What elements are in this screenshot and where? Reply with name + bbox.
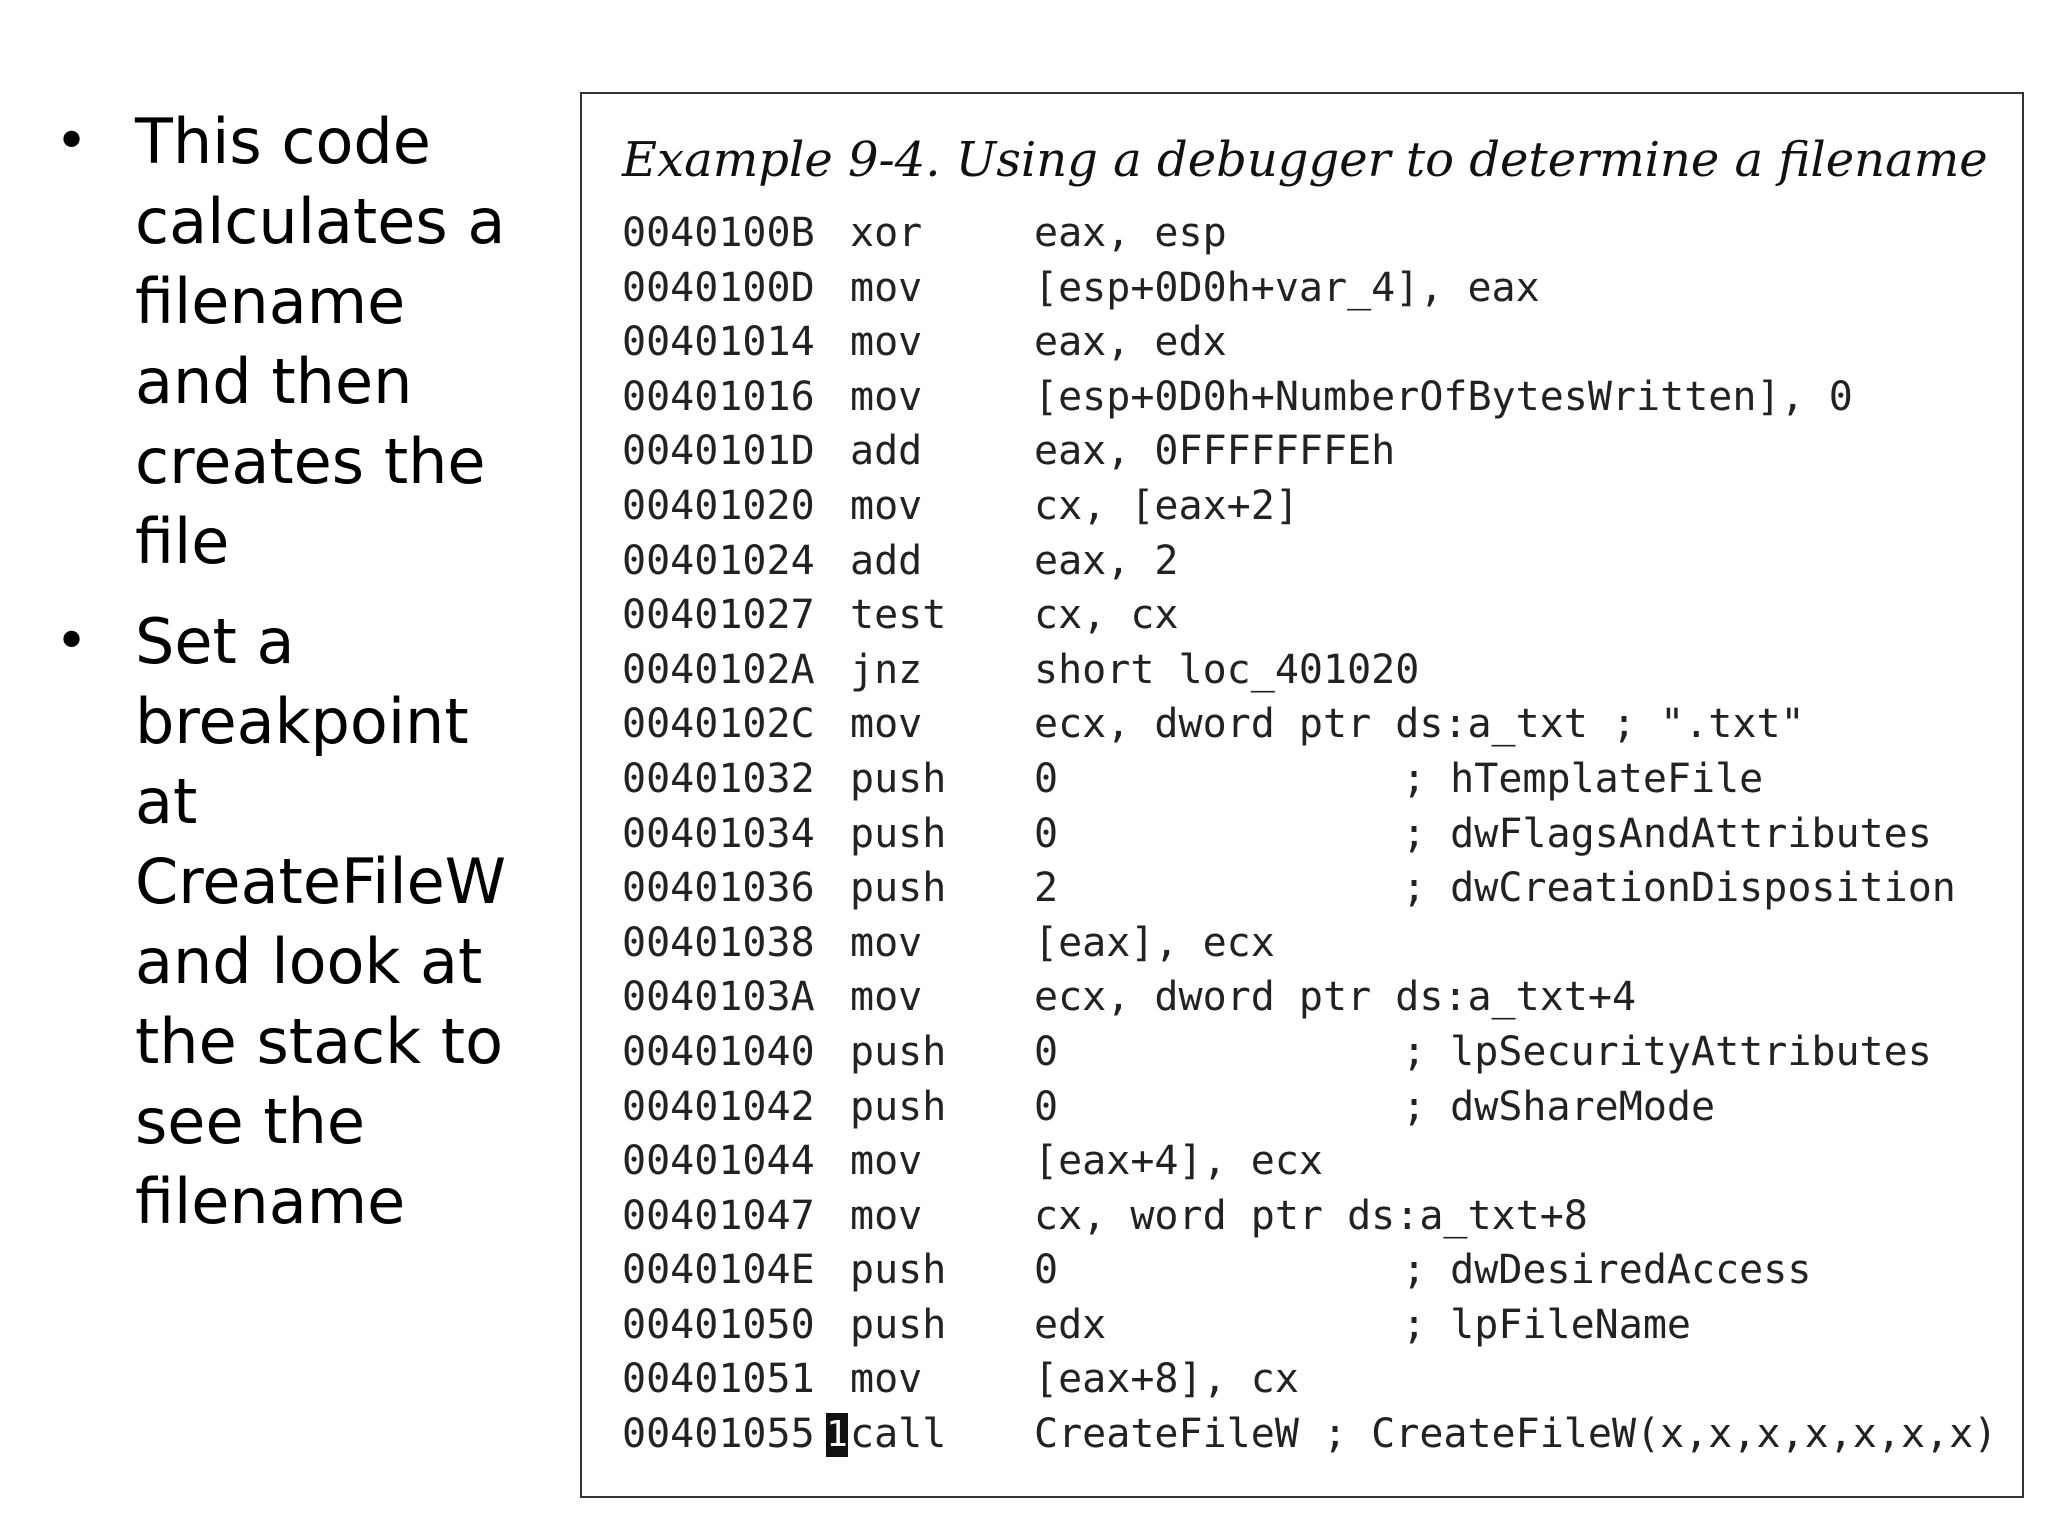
code-mnemonic: push xyxy=(850,1028,947,1075)
code-operands: 0 xyxy=(1034,1028,1059,1075)
code-comment: ; dwCreationDisposition xyxy=(1402,865,1956,912)
bullet-item: • Set a breakpoint at CreateFileW and lo… xyxy=(55,602,525,1242)
code-operands: 0 xyxy=(1034,1083,1059,1130)
code-mnemonic: push xyxy=(850,1083,947,1130)
code-operands: 2 xyxy=(1034,865,1059,912)
code-operands: eax, edx xyxy=(1034,319,1227,366)
code-comment: ; hTemplateFile xyxy=(1402,755,1764,802)
bullet-text: This code calculates a filename and then… xyxy=(135,105,506,578)
code-mnemonic: mov xyxy=(850,701,923,748)
code-mnemonic: xor xyxy=(850,210,923,256)
code-operands: 0 xyxy=(1034,810,1059,857)
code-operands: edx xyxy=(1034,1301,1107,1348)
code-operands: 0 xyxy=(1034,755,1059,802)
code-mnemonic: mov xyxy=(850,1192,923,1239)
code-mnemonic: mov xyxy=(850,373,923,420)
code-address: 0040100D xyxy=(622,264,815,311)
code-mnemonic: push xyxy=(850,1301,947,1348)
code-comment: ; dwDesiredAccess xyxy=(1402,1247,1812,1294)
code-address: 0040102C xyxy=(622,701,815,748)
bullet-item: • This code calculates a filename and th… xyxy=(55,102,525,582)
bullet-dot-icon: • xyxy=(55,609,89,674)
code-operands: 0 xyxy=(1034,1247,1059,1294)
code-mnemonic: push xyxy=(850,865,947,912)
code-address: 00401044 xyxy=(622,1138,815,1185)
code-comment: ; lpSecurityAttributes xyxy=(1402,1028,1932,1075)
code-mnemonic: call xyxy=(850,1411,947,1458)
code-operands: [eax], ecx xyxy=(1034,919,1275,966)
code-operands: cx, word ptr ds:a_txt+8 xyxy=(1034,1192,1588,1239)
code-comment: ; dwFlagsAndAttributes xyxy=(1402,810,1932,857)
code-address: 00401047 xyxy=(622,1192,815,1239)
code-mnemonic: add xyxy=(850,428,923,475)
code-mnemonic: mov xyxy=(850,482,923,529)
code-operands: CreateFileW ; CreateFileW(x,x,x,x,x,x,x) xyxy=(1034,1411,1998,1458)
code-address: 0040101D xyxy=(622,428,815,475)
code-address: 00401042 xyxy=(622,1083,815,1130)
code-comment: ; dwShareMode xyxy=(1402,1083,1716,1130)
code-address: 00401027 xyxy=(622,592,815,639)
code-address: 00401036 xyxy=(622,865,815,912)
code-mnemonic: mov xyxy=(850,919,923,966)
code-operands: ecx, dword ptr ds:a_txt ; ".txt" xyxy=(1034,701,1805,748)
code-operands: eax, 2 xyxy=(1034,537,1179,584)
code-address: 00401038 xyxy=(622,919,815,966)
code-example-figure: Example 9-4. Using a debugger to determi… xyxy=(580,92,2024,1498)
code-address: 00401034 xyxy=(622,810,815,857)
code-mnemonic: push xyxy=(850,1247,947,1294)
bullet-list: • This code calculates a filename and th… xyxy=(55,102,525,1262)
code-address: 0040100B xyxy=(622,210,815,256)
code-address: 00401032 xyxy=(622,755,815,802)
code-mnemonic: mov xyxy=(850,1138,923,1185)
code-operands: [eax+4], ecx xyxy=(1034,1138,1323,1185)
code-example-caption: Example 9-4. Using a debugger to determi… xyxy=(622,132,1988,188)
code-mnemonic: test xyxy=(850,592,947,639)
code-address: 00401016 xyxy=(622,373,815,420)
code-operands: [eax+8], cx xyxy=(1034,1356,1299,1403)
code-mnemonic: push xyxy=(850,810,947,857)
code-operands: short loc_401020 xyxy=(1034,646,1420,693)
code-operands: eax, 0FFFFFFFEh xyxy=(1034,428,1396,475)
code-operands: eax, esp xyxy=(1034,210,1227,256)
code-address: 00401020 xyxy=(622,482,815,529)
code-address: 00401055 xyxy=(622,1411,815,1458)
code-mnemonic: jnz xyxy=(850,646,923,693)
code-address: 0040103A xyxy=(622,974,815,1021)
code-address: 00401014 xyxy=(622,319,815,366)
code-operands: cx, [eax+2] xyxy=(1034,482,1299,529)
code-address: 0040102A xyxy=(622,646,815,693)
code-operands: ecx, dword ptr ds:a_txt+4 xyxy=(1034,974,1637,1021)
text-cursor-marker: 1 xyxy=(826,1413,848,1458)
code-mnemonic: mov xyxy=(850,319,923,366)
code-address: 00401024 xyxy=(622,537,815,584)
code-mnemonic: add xyxy=(850,537,923,584)
code-mnemonic: mov xyxy=(850,974,923,1021)
code-address: 00401050 xyxy=(622,1301,815,1348)
bullet-dot-icon: • xyxy=(55,109,89,174)
code-operands: [esp+0D0h+var_4], eax xyxy=(1034,264,1540,311)
code-mnemonic: mov xyxy=(850,264,923,311)
code-mnemonic: mov xyxy=(850,1356,923,1403)
code-comment: ; lpFileName xyxy=(1402,1301,1691,1348)
bullet-text: Set a breakpoint at CreateFileW and look… xyxy=(135,605,507,1238)
code-address: 00401040 xyxy=(622,1028,815,1075)
code-address: 0040104E xyxy=(622,1247,815,1294)
code-address: 00401051 xyxy=(622,1356,815,1403)
code-operands: cx, cx xyxy=(1034,592,1179,639)
code-operands: [esp+0D0h+NumberOfBytesWritten], 0 xyxy=(1034,373,1853,420)
code-mnemonic: push xyxy=(850,755,947,802)
